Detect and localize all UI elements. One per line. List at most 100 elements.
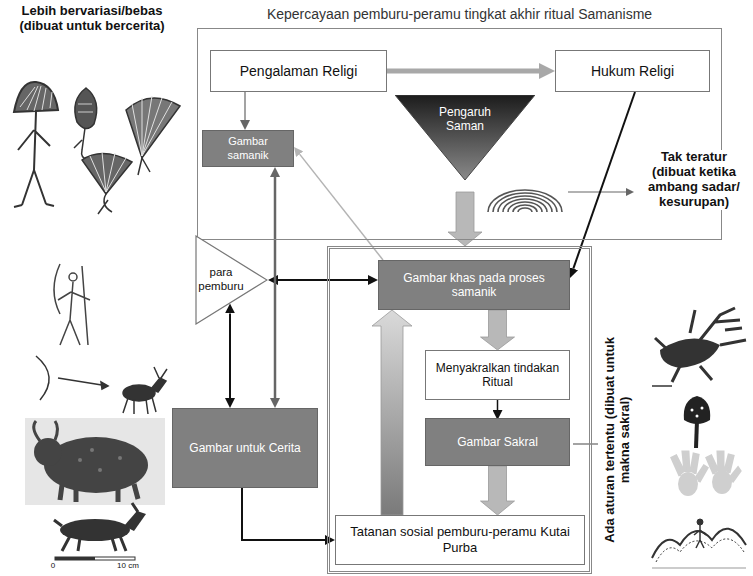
scale-bar [55, 557, 95, 560]
fan-figure [138, 158, 150, 175]
shaman-figure [14, 82, 58, 112]
box-label: Hukum Religi [591, 63, 674, 80]
influence-triangle: Pengaruh Saman [395, 95, 535, 180]
branch-drawing [660, 339, 720, 368]
fan-figure [82, 152, 132, 214]
cow-painting [98, 468, 102, 472]
cow-painting [60, 484, 138, 502]
fan-figure [126, 98, 180, 158]
connector [573, 92, 635, 269]
image-box: Gambar samanik [202, 130, 294, 167]
hand-stencils [707, 452, 740, 482]
image-box: Gambar Sakral [425, 418, 570, 466]
branch-drawing [652, 308, 746, 386]
goat-painting [124, 511, 146, 531]
box-label: Pengalaman Religi [240, 63, 358, 80]
hand-stencils [672, 452, 707, 482]
bow-and-deer [36, 356, 49, 400]
cow-painting [25, 418, 165, 505]
box-label: Tatanan sosial pemburu-peramu Kutai Purb… [341, 524, 579, 555]
annotation: Lebih bervariasi/bebas (dibuat untuk ber… [2, 4, 182, 34]
cow-painting [78, 458, 82, 462]
archer-figure [58, 266, 90, 345]
box-label: Gambar khas pada proses samanik [384, 271, 564, 300]
cow-painting [34, 438, 62, 466]
connector [278, 279, 368, 281]
connector [481, 310, 515, 350]
bow-and-deer [36, 356, 167, 414]
connector [372, 310, 412, 515]
hand-stencils [712, 470, 732, 494]
scale-label: 0 [46, 561, 60, 570]
connector [448, 192, 482, 246]
box-label: Menyakralkan tindakan Ritual [431, 361, 564, 390]
spiral-drawing [488, 190, 562, 212]
image-box: Gambar khas pada proses samanik [378, 260, 570, 310]
connector [387, 69, 539, 74]
bow-and-deer [151, 378, 166, 392]
process-box: Menyakralkan tindakan Ritual [425, 350, 570, 400]
goat-painting [54, 503, 146, 551]
fan-figure [132, 96, 172, 156]
frame-title: Kepercayaan pemburu-peramu tingkat akhir… [198, 6, 721, 22]
bow-and-deer [123, 367, 167, 414]
cow-painting [34, 421, 58, 441]
cow-painting [25, 418, 165, 505]
tree-drawing [696, 420, 697, 448]
tree-drawing [691, 409, 694, 412]
shape-label: Pengaruh Saman [430, 105, 500, 134]
spiral-drawing [488, 190, 562, 212]
tree-drawing [684, 396, 710, 448]
process-box: Tatanan sosial pemburu-peramu Kutai Purb… [335, 515, 585, 565]
box-label: Gambar samanik [208, 135, 288, 161]
connector [300, 154, 383, 260]
shape-label: para pemburu [197, 266, 245, 294]
archer-figure [54, 264, 60, 314]
triangle-shape [196, 236, 267, 324]
box-label: Gambar untuk Cerita [189, 441, 300, 455]
process-box: Hukum Religi [555, 50, 710, 92]
shaman-figure [14, 82, 58, 207]
hand-stencils [678, 472, 698, 496]
landscape-drawing [656, 539, 744, 562]
triangle-shape [395, 95, 535, 180]
box-label: Gambar Sakral [457, 435, 538, 449]
shaman-figure [14, 112, 54, 207]
archer-figure [54, 264, 90, 345]
landscape-drawing [652, 568, 746, 569]
actor-triangle: para pemburu [195, 235, 268, 325]
landscape-drawing [697, 519, 703, 525]
tree-drawing [701, 407, 704, 410]
fan-figure [126, 96, 180, 175]
scale-label: 10 cm [110, 561, 146, 570]
scale-bar [55, 557, 135, 560]
process-box: Pengalaman Religi [210, 50, 387, 92]
connector [242, 488, 325, 540]
drop-figure [78, 104, 93, 112]
scale-bar [55, 557, 135, 560]
leader-line [568, 191, 628, 192]
connector [497, 400, 499, 410]
fan-figure [98, 194, 112, 214]
fan-figure [90, 152, 126, 192]
annotation: Ada aturan tertentu (dibuat untuk makna … [603, 325, 633, 555]
goat-painting [54, 503, 138, 551]
shaman-figure [20, 86, 52, 111]
leader-line [626, 188, 634, 196]
cow-painting [90, 448, 94, 452]
tree-drawing [696, 415, 699, 418]
connector [481, 466, 515, 515]
hand-stencils [672, 452, 740, 496]
drop-figure [74, 128, 88, 160]
connector [229, 313, 231, 398]
drop-figure [74, 88, 97, 160]
archer-figure [69, 273, 77, 281]
annotation: Tak teratur (dibuat ketika ambang sadar/… [638, 150, 750, 210]
connector [274, 177, 277, 398]
leader-line [573, 443, 598, 444]
social-frame: Gambar khas pada proses samanikMenyakral… [327, 246, 592, 574]
landscape-drawing [694, 525, 706, 548]
tree-drawing [684, 396, 710, 424]
image-box: Gambar untuk Cerita [172, 408, 318, 488]
